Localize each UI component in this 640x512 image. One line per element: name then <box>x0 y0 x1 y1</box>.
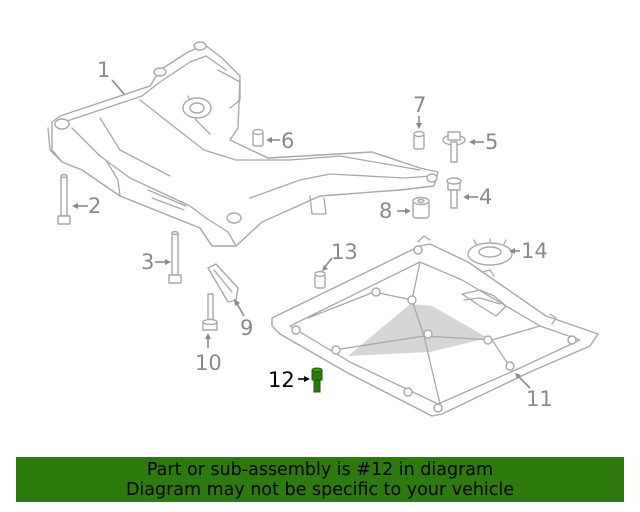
callout-4: 4 <box>479 185 492 209</box>
callout-6: 6 <box>281 129 294 153</box>
notice-banner: Part or sub-assembly is #12 in diagram D… <box>16 457 624 502</box>
bushing-part-8 <box>412 196 430 219</box>
sleeve-part-6 <box>252 128 264 147</box>
callout-1: 1 <box>97 58 110 82</box>
callout-13: 13 <box>331 240 358 264</box>
grommet-part-14 <box>467 238 513 266</box>
bracket-part-9 <box>207 263 239 303</box>
callout-9: 9 <box>240 316 253 340</box>
callout-10: 10 <box>195 351 222 375</box>
callout-11: 11 <box>526 387 553 411</box>
callout-2: 2 <box>88 194 101 218</box>
subframe-part-1 <box>47 41 439 247</box>
bolt-part-4 <box>446 177 462 209</box>
bolt-part-12 <box>311 367 323 393</box>
callout-7: 7 <box>413 93 426 117</box>
callout-8: 8 <box>379 199 392 223</box>
callout-14: 14 <box>521 239 548 263</box>
stud-part-10 <box>202 293 218 331</box>
shield-plate-part-11 <box>271 235 599 417</box>
callout-12: 12 <box>268 368 295 392</box>
spacer-part-13 <box>314 270 326 289</box>
bolt-part-3 <box>168 230 182 284</box>
callout-3: 3 <box>141 250 154 274</box>
parts-diagram: 1 2 3 4 5 6 7 8 9 10 11 12 13 14 <box>47 41 599 417</box>
banner-line-part-number: Part or sub-assembly is #12 in diagram <box>146 460 494 480</box>
callout-5: 5 <box>485 130 498 154</box>
sleeve-part-7 <box>413 130 425 150</box>
banner-line-disclaimer: Diagram may not be specific to your vehi… <box>125 480 515 500</box>
leader-lines <box>72 79 531 389</box>
bolt-part-5 <box>442 131 466 163</box>
bolt-part-2 <box>57 173 71 225</box>
